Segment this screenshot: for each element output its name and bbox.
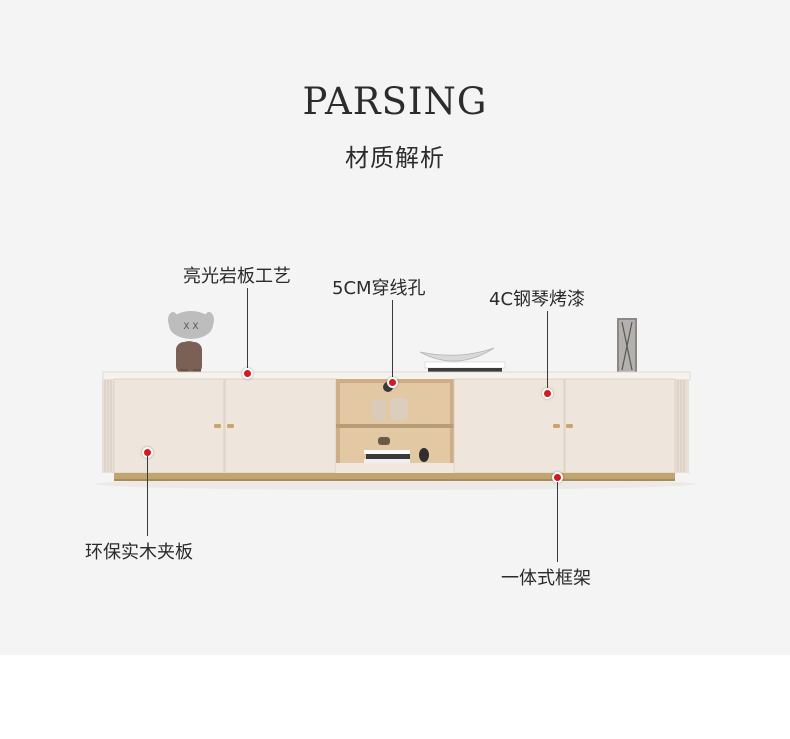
page-subtitle: 材质解析 [345, 144, 445, 172]
bowl-decor [419, 347, 506, 373]
door-handles [214, 424, 573, 428]
callout-top-surface-leader [247, 288, 248, 372]
fluted-sides [102, 379, 689, 473]
figurine-decor: X X [168, 311, 214, 374]
callout-cable-hole-label: 5CM穿线孔 [332, 278, 426, 299]
callout-plywood-leader [147, 456, 148, 536]
callout-cable-hole-leader [392, 300, 393, 378]
callout-frame-label: 一体式框架 [501, 568, 591, 589]
callout-top-surface-marker [242, 368, 253, 379]
callout-piano-paint-leader [547, 311, 548, 389]
callout-cable-hole-marker [387, 377, 398, 388]
content-panel [0, 0, 790, 655]
vase-decor [617, 318, 637, 374]
callout-piano-paint-label: 4C钢琴烤漆 [489, 289, 586, 310]
svg-text:X X: X X [183, 322, 198, 332]
callout-plywood-label: 环保实木夹板 [85, 542, 193, 563]
page-title: PARSING [302, 80, 488, 123]
callout-top-surface-label: 亮光岩板工艺 [183, 266, 291, 287]
callout-frame-leader [557, 482, 558, 562]
open-compartment [336, 379, 454, 473]
callout-piano-paint-marker [542, 388, 553, 399]
